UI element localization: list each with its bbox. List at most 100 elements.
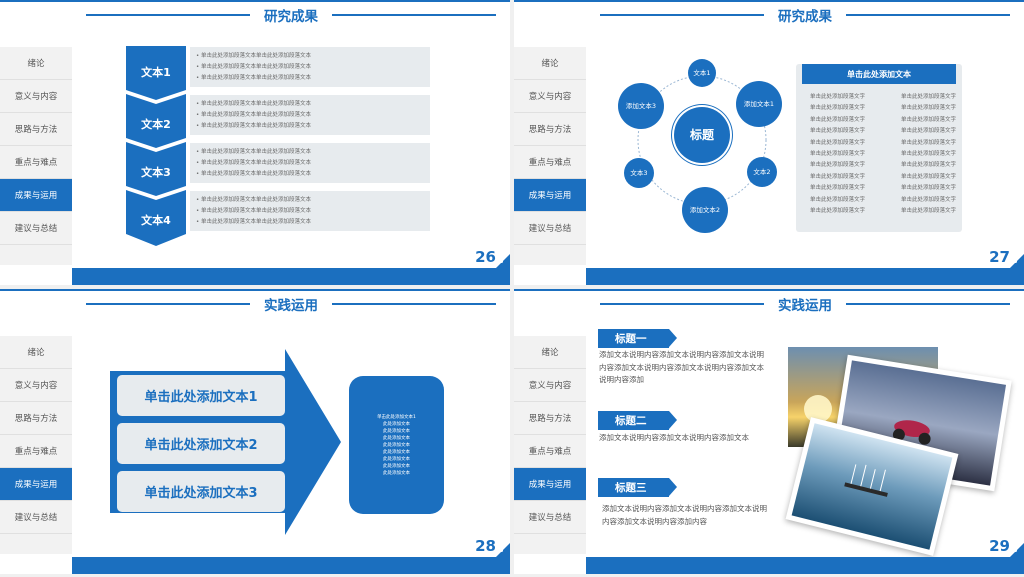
sidebar-item-results[interactable]: 成果与运用	[0, 468, 72, 501]
section-title-text: 实践运用	[264, 298, 318, 314]
sunset-graphic	[804, 395, 832, 423]
bottom-bar	[72, 254, 510, 285]
top-edge	[0, 0, 510, 2]
bullet-line: • 单击此处添加段落文本单击此处添加段落文本	[196, 219, 312, 225]
sidebar-item-intro[interactable]: 绪论	[514, 47, 586, 80]
title-line	[332, 303, 496, 305]
step-label: 文本4	[141, 214, 171, 227]
sidebar-item-results[interactable]: 成果与运用	[514, 179, 586, 212]
sidebar-item-method[interactable]: 思路与方法	[0, 402, 72, 435]
bullet-line: • 单击此处添加段落文本单击此处添加段落文本	[196, 149, 312, 155]
step-text-box-2: • 单击此处添加段落文本单击此处添加段落文本 • 单击此处添加段落文本单击此处添…	[190, 95, 430, 135]
sidebar-item-summary[interactable]: 建议与总结	[0, 212, 72, 245]
sidebar: 绪论 意义与内容 思路与方法 重点与难点 成果与运用 建议与总结	[514, 336, 586, 554]
section-title: 研究成果	[586, 4, 1024, 26]
title-line	[600, 14, 764, 16]
sidebar-item-intro[interactable]: 绪论	[0, 47, 72, 80]
node-add-text-2[interactable]: 添加文本2	[682, 187, 728, 233]
bullet-line: • 单击此处添加段落文本单击此处添加段落文本	[196, 197, 312, 203]
node-text-2[interactable]: 文本2	[747, 157, 777, 187]
chevron-shape	[126, 46, 186, 100]
corner-triangle	[496, 254, 510, 268]
step-chevron-4: 文本4	[126, 190, 186, 246]
step-text-box-4: • 单击此处添加段落文本单击此处添加段落文本 • 单击此处添加段落文本单击此处添…	[190, 191, 430, 231]
title-line	[86, 14, 250, 16]
title-line	[86, 303, 250, 305]
center-node[interactable]: 标题	[674, 107, 730, 163]
step-label: 文本2	[141, 118, 171, 131]
top-edge	[514, 289, 1024, 291]
bullet-line: • 单击此处添加段落文本单击此处添加段落文本	[196, 101, 312, 107]
corner-dot	[1014, 260, 1017, 263]
corner-dot	[500, 260, 503, 263]
sidebar-item-intro[interactable]: 绪论	[514, 336, 586, 369]
sidebar-item-keypoints[interactable]: 重点与难点	[0, 146, 72, 179]
node-text-3[interactable]: 文本3	[624, 158, 654, 188]
item-button-1[interactable]: 单击此处添加文本1	[117, 375, 285, 416]
page-number: 28	[475, 537, 496, 555]
corner-triangle	[1010, 254, 1024, 268]
corner-dot	[1014, 549, 1017, 552]
slide-26[interactable]: 研究成果 绪论 意义与内容 思路与方法 重点与难点 成果与运用 建议与总结 文本…	[0, 0, 510, 285]
page-number: 29	[989, 537, 1010, 555]
sidebar-item-method[interactable]: 思路与方法	[514, 113, 586, 146]
title-line	[600, 303, 764, 305]
sidebar-item-method[interactable]: 思路与方法	[0, 113, 72, 146]
sidebar: 绪论 意义与内容 思路与方法 重点与难点 成果与运用 建议与总结	[0, 336, 72, 554]
node-text-1[interactable]: 文本1	[688, 59, 716, 87]
sidebar-item-summary[interactable]: 建议与总结	[514, 501, 586, 534]
slide-29[interactable]: 实践运用 绪论 意义与内容 思路与方法 重点与难点 成果与运用 建议与总结 标题…	[514, 289, 1024, 574]
panel-column-right: 单击此处添加段落文字单击此处添加段落文字单击此处添加段落文字单击此处添加段落文字…	[900, 94, 956, 215]
motorcycle-graphic	[892, 420, 931, 445]
sidebar-item-summary[interactable]: 建议与总结	[514, 212, 586, 245]
item-button-3[interactable]: 单击此处添加文本3	[117, 471, 285, 512]
section-title: 实践运用	[586, 293, 1024, 315]
title-line	[846, 303, 1010, 305]
slide-27[interactable]: 研究成果 绪论 意义与内容 思路与方法 重点与难点 成果与运用 建议与总结 标题…	[514, 0, 1024, 285]
bullet-line: • 单击此处添加段落文本单击此处添加段落文本	[196, 160, 312, 166]
sidebar: 绪论 意义与内容 思路与方法 重点与难点 成果与运用 建议与总结	[0, 47, 72, 265]
bullet-line: • 单击此处添加段落文本单击此处添加段落文本	[196, 53, 312, 59]
turbines-graphic	[844, 464, 888, 497]
heading-tag-1: 标题一	[598, 329, 677, 348]
node-add-text-1[interactable]: 添加文本1	[736, 81, 782, 127]
heading-2-text: 添加文本说明内容添加文本说明内容添加文本	[599, 433, 749, 442]
page-number: 26	[475, 248, 496, 266]
sidebar-item-keypoints[interactable]: 重点与难点	[514, 146, 586, 179]
slide-28[interactable]: 实践运用 绪论 意义与内容 思路与方法 重点与难点 成果与运用 建议与总结 单击…	[0, 289, 510, 574]
text-panel	[796, 64, 962, 232]
motorcycle-image	[835, 360, 1007, 486]
step-chevron-1: 文本1	[126, 46, 186, 100]
sidebar-item-results[interactable]: 成果与运用	[514, 468, 586, 501]
bottom-bar	[72, 543, 510, 574]
section-title: 研究成果	[72, 4, 510, 26]
title-line	[846, 14, 1010, 16]
sidebar-item-meaning[interactable]: 意义与内容	[514, 80, 586, 113]
sidebar-item-meaning[interactable]: 意义与内容	[0, 80, 72, 113]
page-number: 27	[989, 248, 1010, 266]
corner-triangle	[496, 543, 510, 557]
sidebar-item-summary[interactable]: 建议与总结	[0, 501, 72, 534]
sidebar-item-keypoints[interactable]: 重点与难点	[0, 435, 72, 468]
step-chevron-3: 文本3	[126, 142, 186, 196]
node-add-text-3[interactable]: 添加文本3	[618, 83, 664, 129]
bottom-bar	[586, 543, 1024, 574]
bullet-line: • 单击此处添加段落文本单击此处添加段落文本	[196, 208, 312, 214]
sidebar-item-intro[interactable]: 绪论	[0, 336, 72, 369]
sidebar-item-results[interactable]: 成果与运用	[0, 179, 72, 212]
section-title-text: 实践运用	[778, 298, 832, 314]
corner-triangle	[1010, 543, 1024, 557]
bottom-bar	[586, 254, 1024, 285]
panel-title: 单击此处添加文本	[802, 64, 956, 84]
section-title: 实践运用	[72, 293, 510, 315]
sidebar-item-meaning[interactable]: 意义与内容	[0, 369, 72, 402]
chevron-shape	[126, 190, 186, 246]
item-button-2[interactable]: 单击此处添加文本2	[117, 423, 285, 464]
sidebar-item-meaning[interactable]: 意义与内容	[514, 369, 586, 402]
sidebar-item-keypoints[interactable]: 重点与难点	[514, 435, 586, 468]
section-title-text: 研究成果	[778, 9, 832, 25]
sidebar-item-method[interactable]: 思路与方法	[514, 402, 586, 435]
photo-sea-turbines	[785, 417, 959, 556]
section-title-text: 研究成果	[264, 9, 318, 25]
chevron-shape	[126, 94, 186, 148]
